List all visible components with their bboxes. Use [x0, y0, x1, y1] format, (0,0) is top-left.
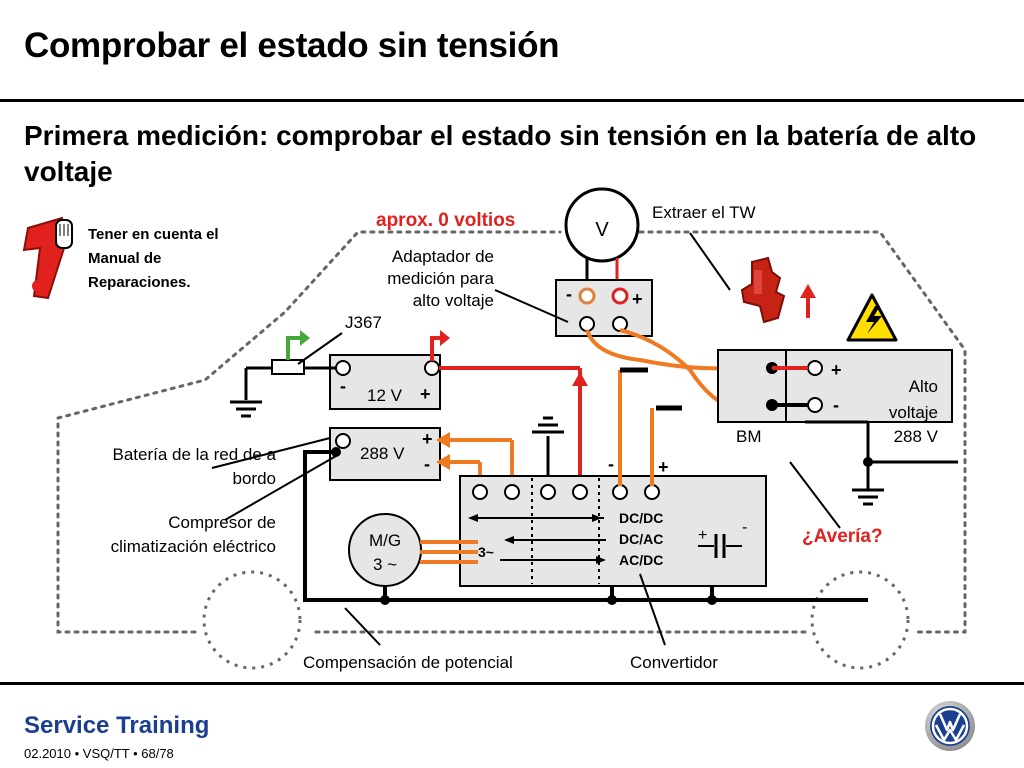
svg-text:-: - [833, 395, 839, 415]
svg-text:Compresor de: Compresor de [168, 513, 276, 532]
svg-text:M/G: M/G [369, 531, 401, 550]
svg-text:-: - [566, 284, 572, 304]
svg-text:AC/DC: AC/DC [619, 552, 663, 568]
svg-text:voltaje: voltaje [889, 403, 938, 422]
svg-text:+: + [658, 457, 669, 477]
rear-wheel [810, 570, 910, 670]
svg-text:3~: 3~ [478, 544, 494, 560]
svg-text:+: + [831, 360, 842, 380]
voltmeter-label: V [595, 219, 609, 241]
page-title: Comprobar el estado sin tensión [24, 26, 560, 65]
manual-note: Tener en cuenta el [88, 226, 219, 243]
pull-arrow-icon [800, 284, 816, 318]
vw-logo-icon [925, 701, 975, 751]
page-subtitle: Primera medición: comprobar el estado si… [24, 120, 977, 187]
svg-text:bordo: bordo [233, 469, 276, 488]
svg-text:Adaptador de: Adaptador de [392, 247, 494, 266]
front-wheel [202, 570, 302, 670]
svg-text:+: + [420, 384, 431, 404]
svg-text:+: + [422, 429, 433, 449]
svg-text:12 V: 12 V [367, 386, 403, 405]
svg-text:3 ~: 3 ~ [373, 555, 397, 574]
motor-generator [348, 513, 422, 587]
vehicle-outline [56, 230, 967, 634]
manual-warning-icon [22, 216, 73, 300]
svg-text:Alto: Alto [909, 377, 938, 396]
svg-text:-: - [340, 376, 346, 396]
svg-text:288 V: 288 V [894, 427, 939, 446]
svg-text:+: + [698, 527, 707, 544]
svg-text:DC/DC: DC/DC [619, 510, 663, 526]
svg-text:medición para: medición para [387, 269, 494, 288]
hv-warning-icon [846, 293, 898, 342]
fault-label: ¿Avería? [802, 526, 883, 547]
svg-text:DC/AC: DC/AC [619, 531, 663, 547]
svg-text:alto voltaje: alto voltaje [413, 291, 494, 310]
footer-meta: 02.2010 • VSQ/TT • 68/78 [24, 746, 174, 761]
voltmeter [564, 187, 640, 263]
footer-divider [0, 682, 1024, 685]
svg-text:Manual de: Manual de [88, 250, 161, 267]
svg-text:Convertidor: Convertidor [630, 653, 718, 672]
svg-text:-: - [608, 454, 614, 474]
svg-text:-: - [742, 519, 747, 536]
battery-12v [329, 354, 441, 410]
svg-text:Compensación de potencial: Compensación de potencial [303, 653, 513, 672]
svg-text:climatización eléctrico: climatización eléctrico [111, 537, 276, 556]
measuring-adapter [555, 279, 653, 337]
svg-text:BM: BM [736, 427, 762, 446]
svg-text:Extraer el TW: Extraer el TW [652, 203, 756, 222]
header-divider [0, 99, 1024, 102]
svg-text:288 V: 288 V [360, 444, 405, 463]
svg-text:-: - [424, 454, 430, 474]
voltage-reading: aprox. 0 voltios [376, 210, 515, 231]
service-plug-icon [740, 256, 786, 324]
svg-text:Batería de la red de a: Batería de la red de a [112, 445, 276, 464]
footer-brand: Service Training [24, 712, 210, 739]
svg-text:+: + [632, 289, 643, 309]
svg-text:J367: J367 [345, 313, 382, 332]
svg-text:Reparaciones.: Reparaciones. [88, 274, 191, 291]
hv-battery-bm [717, 349, 787, 423]
